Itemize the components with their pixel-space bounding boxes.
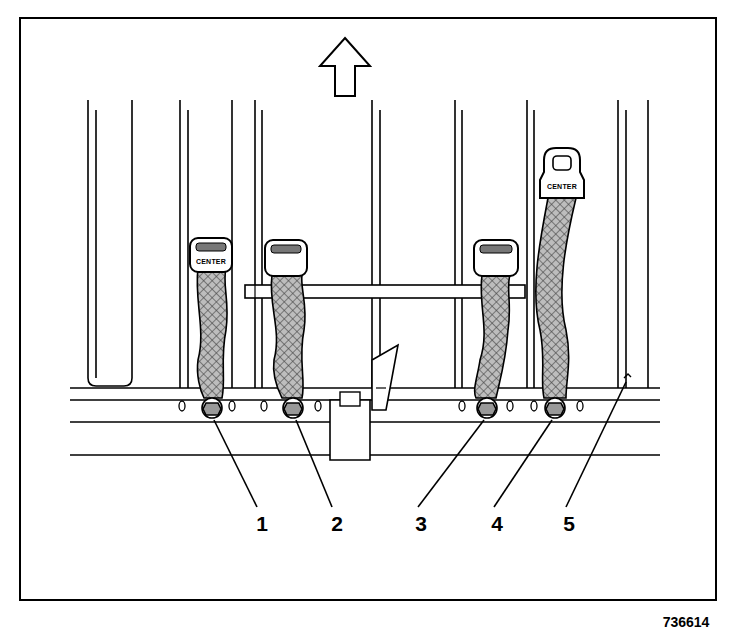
callout-number: 3 bbox=[415, 513, 427, 534]
callout-number: 5 bbox=[563, 513, 575, 534]
callout-number: 4 bbox=[491, 513, 503, 534]
callout-number: 1 bbox=[256, 513, 268, 534]
figure-code: 736614 bbox=[663, 615, 710, 629]
buckle-marking: CENTER bbox=[196, 258, 226, 265]
callout-number: 2 bbox=[331, 513, 343, 534]
latch-marking: CENTER bbox=[547, 183, 577, 190]
